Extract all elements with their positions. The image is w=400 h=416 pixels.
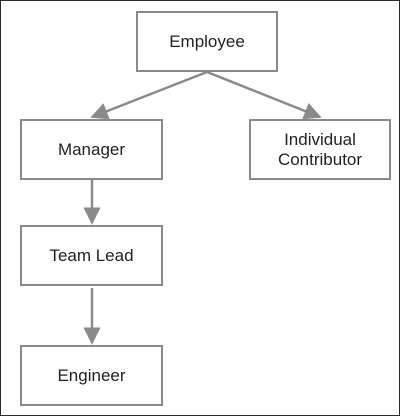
edge-employee-to-manager (90, 70, 208, 120)
edge-employee-to-individual-contributor (206, 70, 322, 120)
node-label-manager: Manager (57, 139, 126, 159)
node-label-line-1: Individual (284, 129, 356, 149)
node-manager: Manager (20, 119, 163, 180)
node-employee: Employee (136, 11, 278, 72)
node-label-line-2: Contributor (277, 149, 363, 169)
node-label-engineer: Engineer (57, 365, 126, 385)
node-individual-contributor: Individual Contributor (249, 119, 391, 180)
node-label-team-lead: Team Lead (49, 245, 134, 265)
node-team-lead: Team Lead (20, 225, 163, 286)
node-label-individual-contributor: Individual Contributor (278, 130, 362, 170)
node-label-employee: Employee (169, 31, 245, 51)
node-engineer: Engineer (20, 345, 163, 406)
